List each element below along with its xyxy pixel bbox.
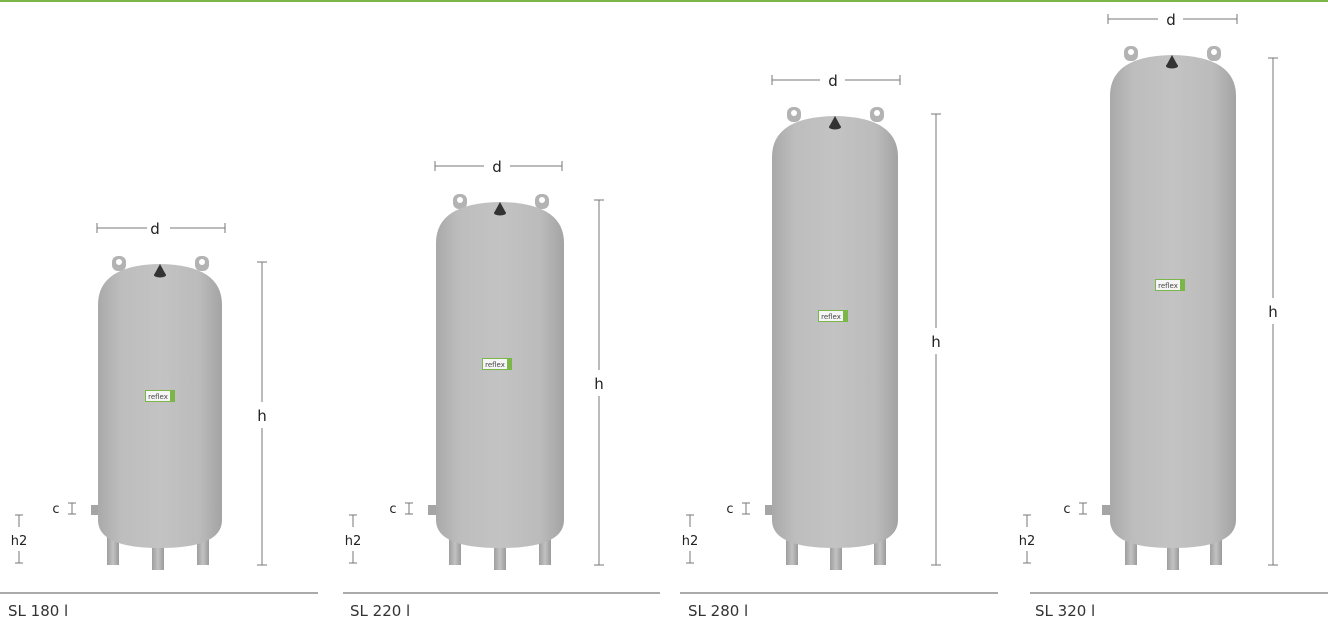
connection-label: c [52, 502, 59, 517]
brand-logo: reflex [1158, 282, 1178, 290]
connection-label: c [1063, 502, 1070, 517]
brand-logo: reflex [485, 361, 505, 369]
vessel-label-sl-220: SL 220 l [350, 602, 411, 620]
height-label: h [594, 375, 604, 393]
foot-height-label: h2 [682, 534, 699, 549]
vessel-sl-220: d reflex h c h2 [343, 158, 660, 594]
connection-label: c [726, 502, 733, 517]
diameter-label: d [150, 220, 160, 238]
foot-height-label: h2 [345, 534, 362, 549]
height-label: h [931, 333, 941, 351]
vessel-sl-320: d reflex h c h2 [1019, 11, 1328, 594]
vessel-sl-180: d reflex h c h2 [0, 220, 318, 594]
brand-logo: reflex [821, 313, 841, 321]
height-label: h [1268, 303, 1278, 321]
diameter-label: d [1166, 11, 1176, 29]
connection-label: c [389, 502, 396, 517]
vessel-label-sl-320: SL 320 l [1035, 602, 1096, 620]
diameter-label: d [828, 72, 838, 90]
foot-height-label: h2 [11, 534, 28, 549]
vessel-label-sl-180: SL 180 l [8, 602, 69, 620]
top-accent-rule [0, 0, 1328, 2]
vessel-label-sl-280: SL 280 l [688, 602, 749, 620]
brand-logo: reflex [148, 393, 168, 401]
foot-height-label: h2 [1019, 534, 1036, 549]
diameter-label: d [492, 158, 502, 176]
height-label: h [257, 407, 267, 425]
vessel-sl-280: d reflex h c h2 [680, 72, 998, 594]
